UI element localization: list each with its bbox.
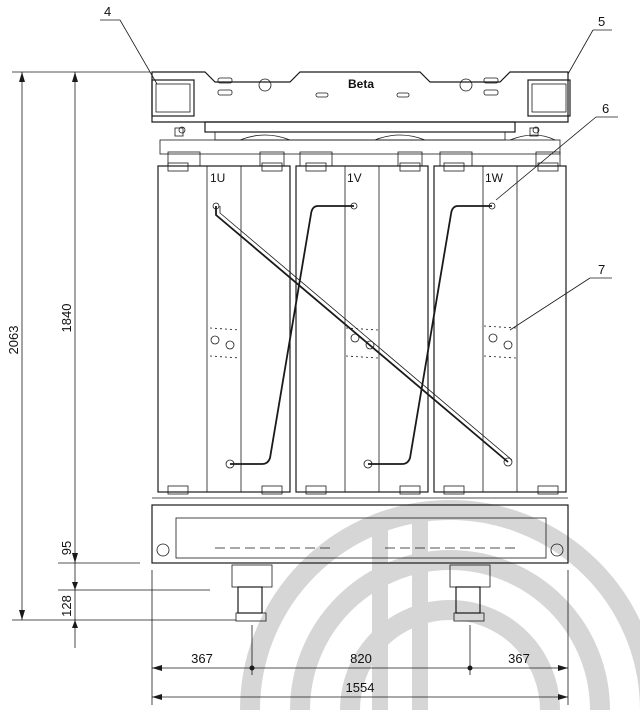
top-clamp-frame [151,71,569,141]
phase-label-w: 1W [485,171,504,185]
watermark-logo [240,500,640,710]
coil-w [433,162,567,495]
dim-base-height: 95 [59,541,74,555]
phase-label-u: 1U [210,171,225,185]
base-frame [151,497,569,564]
dim-wheel-height: 128 [59,595,74,617]
vertical-dimensions [12,71,236,648]
delta-connection-rods [212,202,513,469]
dim-overall-height: 2063 [6,326,21,355]
terminal-box-right [527,79,571,117]
callout-5: 5 [598,14,605,29]
callout-4: 4 [104,4,111,19]
phase-label-v: 1V [347,171,362,185]
coil-v [295,162,429,495]
dim-coil-height: 1840 [59,304,74,333]
callout-leaders [100,19,618,331]
terminal-box-left [151,79,195,117]
dim-wheel-offset-right: 367 [508,651,530,666]
horizontal-dimensions [151,570,569,705]
top-busbar-fittings [159,134,561,167]
wheel-left [231,564,273,622]
coil-u [157,162,291,495]
wheel-right [449,564,491,622]
dim-overall-width: 1554 [346,680,375,695]
dim-wheel-gauge: 820 [350,651,372,666]
dim-wheel-offset-left: 367 [191,651,213,666]
callout-7: 7 [598,262,605,277]
tap-links [209,325,517,359]
callout-6: 6 [602,101,609,116]
brand-logo-text: Beta [348,77,374,91]
